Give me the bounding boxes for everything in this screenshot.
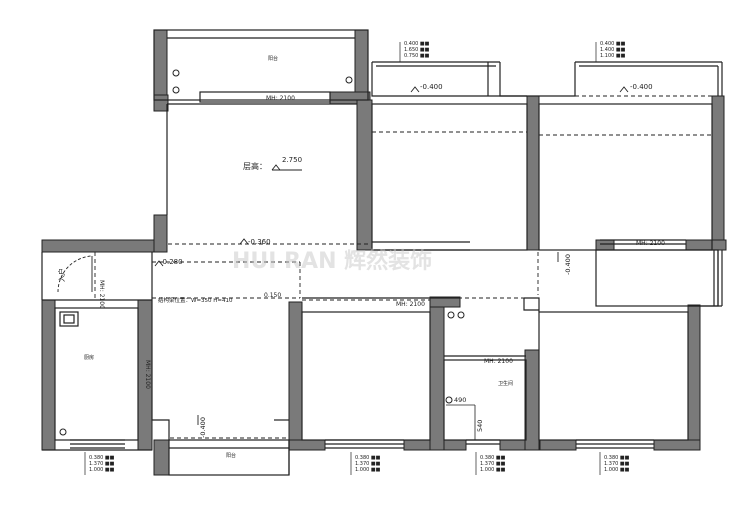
svg-text:1.650 ■■: 1.650 ■■	[404, 47, 430, 53]
level-corridor: -0.400	[564, 254, 572, 275]
svg-text:0.380 ■■: 0.380 ■■	[355, 455, 381, 461]
window-label-right-small: MH: 2100	[636, 240, 665, 247]
room-tag-balcony-1: 阳台	[268, 55, 278, 62]
elevation-notes: 0.400 ■■ 1.650 ■■ 0.750 ■■ 0.400 ■■ 1.40…	[89, 41, 630, 473]
beam-note: 结构梁位置：W=350 H=410	[158, 296, 233, 304]
svg-text:HUI RAN 辉然装饰: HUI RAN 辉然装饰	[232, 248, 432, 274]
room-tag-kitchen: 厨房	[84, 354, 94, 361]
svg-text:1.370 ■■: 1.370 ■■	[480, 461, 506, 467]
elevation-leaders	[84, 42, 601, 475]
room-labels: 层高： 2.750 -0.360 -0.280 -0.400 -0.400 0.…	[57, 55, 665, 459]
window-label-bed-mid: MH: 2100	[396, 301, 425, 308]
bath-dims	[446, 404, 476, 440]
dim-490: 490	[454, 396, 466, 404]
svg-text:1.400 ■■: 1.400 ■■	[600, 47, 626, 53]
window-label-living-side: MH: 2100	[144, 360, 151, 389]
level-dining: -0.360	[248, 238, 271, 246]
svg-text:0.400 ■■: 0.400 ■■	[600, 41, 626, 47]
svg-text:1.000 ■■: 1.000 ■■	[480, 467, 506, 473]
svg-text:1.370 ■■: 1.370 ■■	[355, 461, 381, 467]
svg-text:0.400 ■■: 0.400 ■■	[404, 41, 430, 47]
ceiling-height-label: 层高：	[243, 161, 267, 171]
markers	[59, 69, 465, 436]
room-tag-bath: 卫生间	[498, 380, 513, 387]
svg-text:0.380 ■■: 0.380 ■■	[89, 455, 115, 461]
svg-text:0.380 ■■: 0.380 ■■	[480, 455, 506, 461]
entry-label: 入户	[57, 268, 66, 282]
dashed-lines	[94, 95, 712, 439]
watermark: HUI RAN 辉然装饰	[232, 248, 432, 274]
svg-text:0.380 ■■: 0.380 ■■	[604, 455, 630, 461]
window-label-entry: MH: 2100	[98, 280, 105, 309]
wall-outlines	[41, 29, 723, 476]
level-hall: -0.280	[160, 258, 183, 266]
svg-text:1.000 ■■: 1.000 ■■	[355, 467, 381, 473]
svg-text:0.750 ■■: 0.750 ■■	[404, 53, 430, 59]
svg-text:1.370 ■■: 1.370 ■■	[604, 461, 630, 467]
dim-540: 540	[476, 420, 484, 432]
level-kitchen: -0.400	[199, 417, 207, 438]
svg-text:1.370 ■■: 1.370 ■■	[89, 461, 115, 467]
level-balcony-right: -0.400	[630, 83, 653, 91]
svg-text:1.000 ■■: 1.000 ■■	[89, 467, 115, 473]
level-markers	[154, 86, 629, 425]
level-mid-hall: 0.150	[264, 292, 281, 299]
room-tag-balcony-2: 阳台	[226, 452, 236, 459]
ceiling-height-value: 2.750	[282, 156, 302, 164]
svg-text:1.100 ■■: 1.100 ■■	[600, 53, 626, 59]
window-label-top-left: MH: 2100	[266, 95, 295, 102]
level-balcony-mid: -0.400	[420, 83, 443, 91]
svg-text:1.000 ■■: 1.000 ■■	[604, 467, 630, 473]
entry-door	[57, 255, 93, 293]
window-label-bath: MH: 2100	[484, 358, 513, 365]
